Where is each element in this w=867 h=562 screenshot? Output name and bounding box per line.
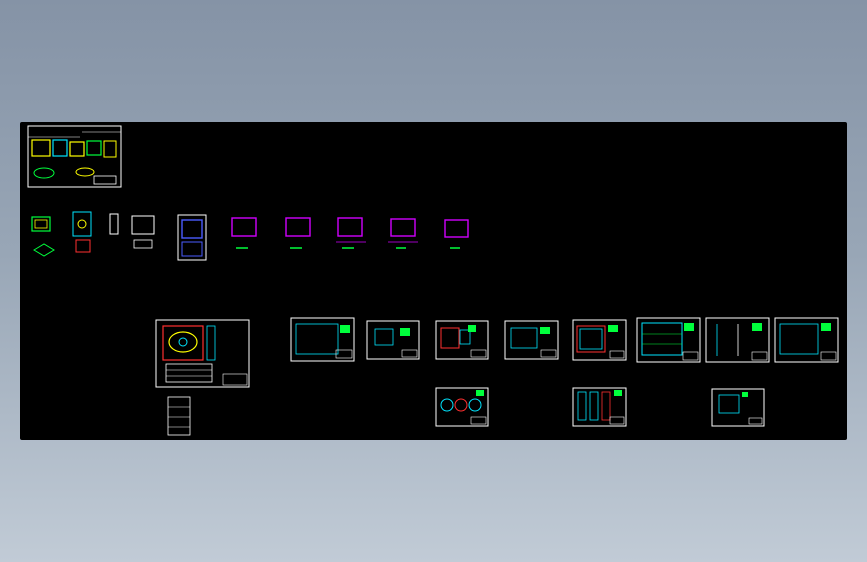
- sheet-7[interactable]: [705, 317, 770, 363]
- sheet-9[interactable]: [435, 387, 489, 427]
- sheet-1[interactable]: [290, 317, 355, 362]
- sheet-11[interactable]: [711, 388, 765, 427]
- sheet-5[interactable]: [572, 319, 627, 361]
- assembly-sheet[interactable]: [155, 319, 250, 436]
- product-part-sheet[interactable]: [27, 125, 122, 188]
- sheet-6[interactable]: [636, 317, 701, 363]
- drawing-canvas[interactable]: [20, 122, 847, 440]
- sheet-3[interactable]: [435, 320, 489, 360]
- drawing-layer: [27, 125, 839, 436]
- part-views-row[interactable]: [31, 211, 469, 261]
- sheet-10[interactable]: [572, 387, 627, 427]
- sheet-4[interactable]: [504, 320, 559, 360]
- sheet-8[interactable]: [774, 317, 839, 363]
- sheet-2[interactable]: [366, 320, 420, 360]
